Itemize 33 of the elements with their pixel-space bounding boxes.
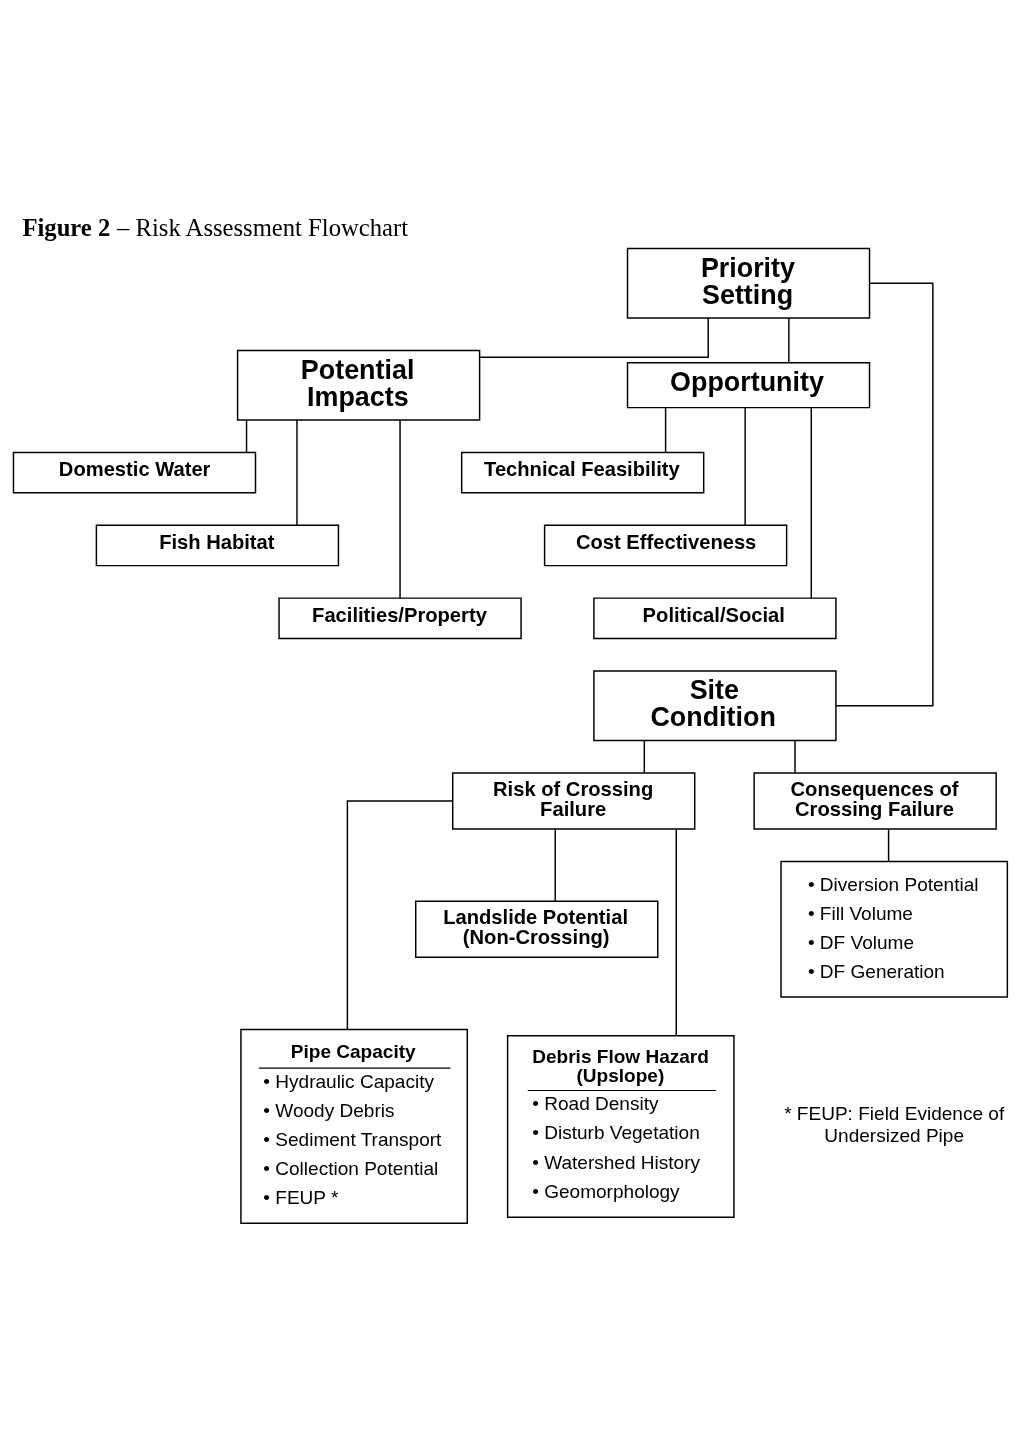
node-box: Facilities/Property: [277, 596, 522, 639]
node-box: Landslide Potential (Non-Crossing): [414, 899, 658, 958]
node-box: Potential Impacts: [236, 349, 480, 421]
connector: [478, 316, 709, 358]
connector: [346, 799, 453, 1030]
connector: [245, 419, 247, 453]
node-box: Opportunity: [626, 361, 870, 408]
node-box: Risk of Crossing Failure: [451, 771, 695, 830]
node-box: Technical Feasibility: [460, 451, 704, 493]
node-box: Debris Flow Hazard (Upslope) • Road Density • Disturb Vegetation • Watershed History • Geomorphology: [506, 1034, 735, 1218]
diagram-title: Figure 2 – Risk Assessment Flowchart: [21, 213, 408, 241]
node-box: Consequences of Crossing Failure: [752, 771, 997, 830]
connector: [643, 739, 645, 774]
node-box: • Diversion Potential • Fill Volume • DF Volume • DF Generation: [779, 860, 1008, 998]
node-box: Political/Social: [592, 596, 837, 639]
node-box: Priority Setting: [626, 247, 870, 319]
connector: [554, 827, 556, 902]
connector: [793, 739, 796, 774]
node-box: Site Condition: [592, 669, 837, 741]
connector: [664, 406, 666, 453]
connector: [743, 406, 746, 526]
connector: [398, 418, 401, 599]
connector: [887, 827, 889, 862]
node-box: Pipe Capacity • Hydraulic Capacity • Woody Debris • Sediment Transport • Collection Potential • FEUP *: [239, 1028, 468, 1224]
node-box: Cost Effectiveness: [543, 524, 787, 566]
connector: [295, 418, 298, 526]
connector: [810, 406, 812, 599]
node-box: Fish Habitat: [95, 524, 339, 566]
connector: [787, 316, 790, 363]
label: * FEUP: Field Evidence of Undersized Pipe: [783, 1102, 1004, 1146]
connector: [834, 282, 934, 706]
node-box: Domestic Water: [12, 451, 256, 493]
connector: [675, 827, 677, 1036]
